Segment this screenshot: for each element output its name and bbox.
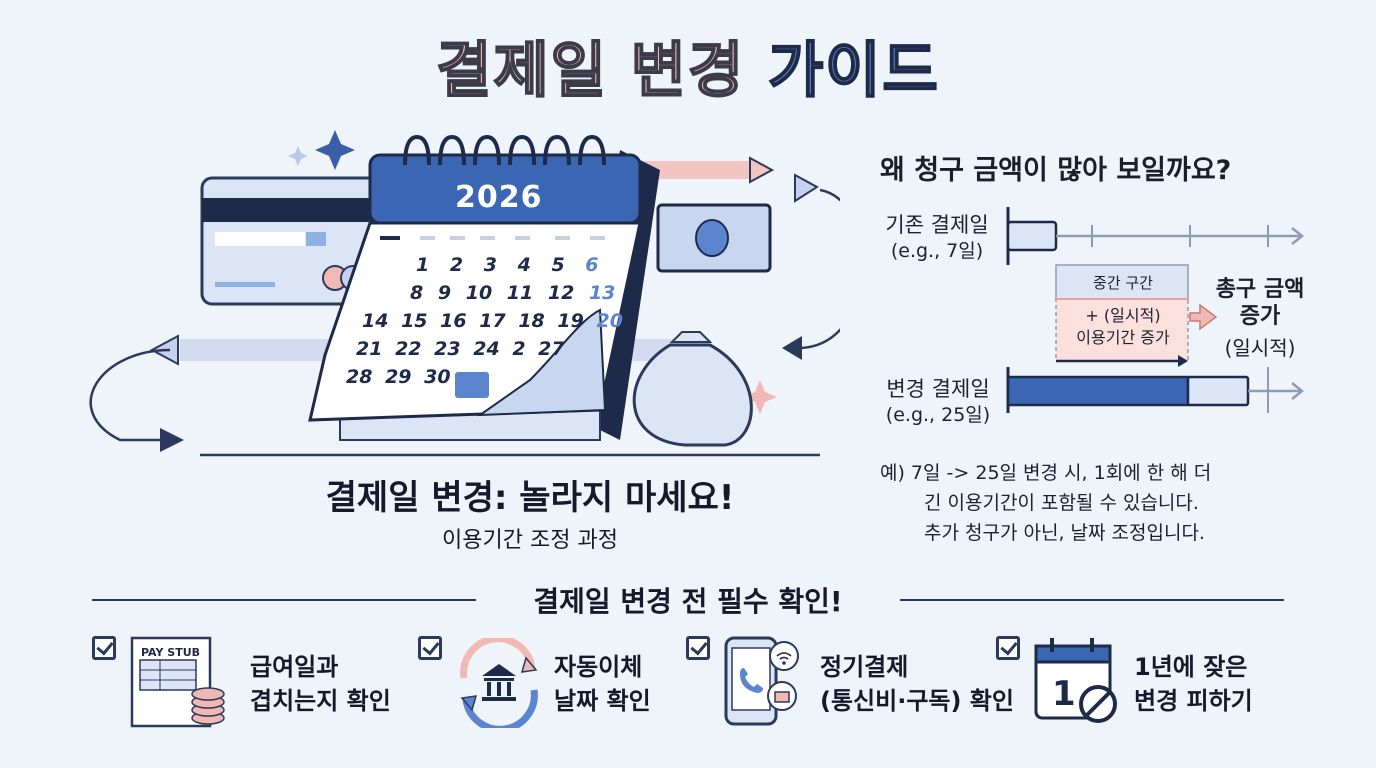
middle-period-line-1: + (일시적)	[1085, 306, 1161, 325]
money-bag-icon	[632, 331, 753, 447]
checklist-line: 겹치는지 확인	[250, 687, 391, 715]
new-date-label: 변경 결제일 (e.g., 25일)	[868, 376, 1008, 428]
checklist-text-avoid-changes: 1년에 잦은 변경 피하기	[1134, 650, 1253, 718]
sparkle-icon	[315, 130, 355, 170]
example-line-1: 예) 7일 -> 25일 변경 시, 1회에 한 해 더	[880, 462, 1212, 484]
checklist-text-paystub: 급여일과 겹치는지 확인	[250, 650, 391, 718]
arrow-right-icon	[749, 156, 775, 184]
pay-stub-icon	[130, 636, 225, 728]
checkbox-icon	[92, 636, 116, 660]
total-increase-label: 총구 금액 증가	[1205, 276, 1315, 330]
divider-right	[900, 599, 1284, 601]
sparkle-icon	[288, 146, 308, 166]
pay-stub-label: PAY STUB	[141, 646, 201, 659]
checklist-line: 급여일과	[250, 653, 339, 681]
checklist-text-subscription: 정기결제 (통신비·구독) 확인	[820, 650, 1014, 718]
checklist-line: 1년에 잦은	[1134, 653, 1248, 681]
title-part-2: 변경	[630, 35, 746, 107]
example-line-3: 추가 청구가 아닌, 날짜 조정입니다.	[924, 522, 1205, 544]
checkbox-icon	[686, 636, 710, 660]
example-line-2: 긴 이용기간이 포함될 수 있습니다.	[924, 492, 1199, 514]
checklist-line: 자동이체	[554, 653, 643, 681]
sparkle-icon	[743, 380, 777, 414]
title-part-1: 결제일	[435, 35, 608, 107]
old-date-label: 기존 결제일 (e.g., 7일)	[872, 212, 1002, 264]
total-increase-sub: (일시적)	[1224, 336, 1296, 360]
calendar-grid: 1 2 3 4 5 6 8 9 10 11 12 13 14 15 16 17 …	[346, 254, 623, 388]
total-increase-line-1: 총구 금액	[1215, 277, 1305, 302]
old-date-text: 기존 결제일	[885, 213, 989, 237]
calendar-no-number: 1	[1052, 674, 1076, 714]
new-date-text: 변경 결제일	[886, 377, 990, 401]
checklist-title: 결제일 변경 전 필수 확인!	[533, 585, 843, 618]
checkbox-icon	[418, 636, 442, 660]
checklist-line: (통신비·구독) 확인	[820, 687, 1014, 715]
why-title: 왜 청구 금액이 많아 보일까요?	[880, 155, 1232, 186]
total-increase-line-2: 증가	[1239, 304, 1281, 329]
bank-cycle-icon	[460, 638, 538, 728]
main-headline: 결제일 변경: 놀라지 마세요!	[325, 478, 735, 518]
calendar-row: 8 9 10 11 12 13	[410, 282, 616, 304]
page-title: 결제일 변경 가이드	[0, 22, 1376, 109]
checklist-line: 날짜 확인	[554, 687, 651, 715]
calendar-row: 14 15 16 17 18 19 20	[362, 310, 623, 332]
calendar-row: 21 22 23 24 2 27	[356, 338, 565, 360]
calendar-row: 28 29 30	[346, 366, 451, 388]
divider-left	[92, 599, 476, 601]
calendar-year: 2026	[455, 180, 543, 215]
new-date-example: (e.g., 25일)	[885, 404, 991, 426]
arrow-left-icon	[782, 336, 802, 360]
main-subheadline: 이용기간 조정 과정	[442, 528, 618, 553]
checklist-line: 변경 피하기	[1134, 687, 1253, 715]
middle-period-text: + (일시적) 이용기간 증가	[1056, 305, 1190, 349]
checklist-text-autotransfer: 자동이체 날짜 확인	[554, 650, 651, 718]
calendar-row: 1 2 3 4 5 6	[416, 254, 599, 276]
title-part-3: 가이드	[767, 35, 940, 107]
checklist-line: 정기결제	[820, 653, 909, 681]
credit-card-icon	[200, 176, 384, 306]
example-note: 예) 7일 -> 25일 변경 시, 1회에 한 해 더 긴 이용기간이 포함될…	[880, 458, 1300, 548]
timeline-diagram	[1006, 207, 1305, 413]
old-date-example: (e.g., 7일)	[890, 240, 984, 262]
arrow-right-icon	[160, 428, 184, 452]
phone-subscription-icon	[724, 636, 799, 726]
calendar-no-icon	[1034, 638, 1117, 723]
checkbox-icon	[996, 636, 1020, 660]
middle-period-line-2: 이용기간 증가	[1076, 328, 1170, 347]
hero-illustration	[89, 130, 840, 457]
middle-period-label: 중간 구간	[1093, 274, 1153, 292]
money-bill-icon	[656, 203, 772, 273]
